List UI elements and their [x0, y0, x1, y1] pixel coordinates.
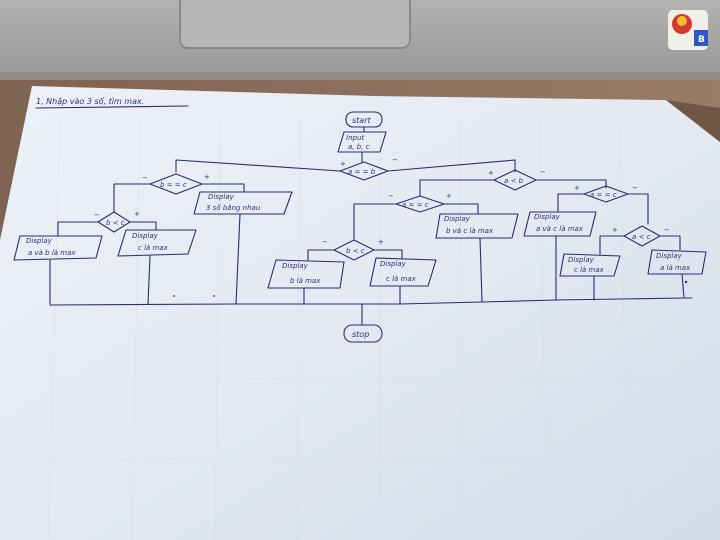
- cond-mid-label: b < c: [346, 247, 365, 255]
- cond-bc-label: b = = c: [160, 181, 187, 189]
- out-b-display: Display: [282, 262, 309, 270]
- out-all-equal-text: 3 số bằng nhau: [206, 204, 261, 212]
- input-vars: a, b, c: [348, 143, 370, 151]
- ac2-right-line: [659, 235, 681, 251]
- out-ac-box: [523, 211, 597, 237]
- out-c2-text: c là max: [386, 275, 417, 283]
- out-a-display: Display: [656, 252, 683, 260]
- out-bc-down: [479, 237, 483, 303]
- paper-shadow-right: [666, 100, 720, 142]
- cond-ac-minus: −: [632, 184, 638, 192]
- ab-left-line: [419, 179, 495, 197]
- ab-right-line: [535, 179, 607, 189]
- out-ac-display: Display: [534, 213, 561, 221]
- out-b-text: b là max: [290, 277, 321, 285]
- out-c2-display: Display: [380, 260, 407, 268]
- mid-left-line: [307, 249, 335, 261]
- out-abc-box: [13, 235, 103, 261]
- pen-marks: [173, 280, 688, 297]
- out-bc-display: Display: [444, 215, 471, 223]
- ac2-left-line: [599, 235, 625, 255]
- cond-ab-label: a < b: [504, 177, 524, 185]
- cond-mid-minus: −: [322, 238, 328, 246]
- mid-right-line: [373, 249, 403, 259]
- blc-right-line: [129, 221, 157, 231]
- out-a-text: a là max: [660, 264, 691, 272]
- branch-right: [387, 159, 516, 173]
- out-c3-display: Display: [568, 256, 595, 264]
- out-c1-down: [147, 255, 151, 305]
- cond-ac2-label: a < c: [632, 233, 651, 241]
- cond-blc-plus: +: [134, 210, 140, 218]
- out-all-equal-display: Display: [208, 193, 235, 201]
- cond-bc2-minus: −: [388, 192, 394, 200]
- stop-label: stop: [352, 330, 369, 339]
- laptop-sticker: B: [668, 10, 708, 50]
- cond-ac-label: a = = c: [590, 191, 617, 199]
- paper-sheet: [0, 86, 720, 540]
- out-c1-box: [117, 229, 197, 257]
- ac-right-line: [627, 193, 649, 225]
- cond-main-plus: +: [340, 160, 346, 168]
- cond-bc2-label: a = = c: [402, 201, 429, 209]
- blc-left-line: [57, 221, 99, 237]
- out-c3-box: [559, 253, 621, 277]
- ac-left-line: [557, 193, 585, 213]
- collector-line: [49, 297, 693, 306]
- cond-main-minus: −: [392, 156, 398, 164]
- out-c1-display: Display: [132, 232, 159, 240]
- out-abc-text: a và b là max: [28, 249, 76, 257]
- laptop-touchpad: [179, 0, 411, 49]
- bc2-right-line: [443, 203, 479, 215]
- input-title: Input: [346, 134, 364, 142]
- out-c2-box: [369, 257, 437, 287]
- out-a-box: [647, 249, 707, 275]
- out-b-box: [267, 259, 345, 289]
- cond-main-label: a = = b: [348, 168, 376, 176]
- sticker-letter: B: [698, 35, 705, 45]
- out-a-down: [681, 273, 685, 299]
- out-bc-box: [435, 213, 519, 239]
- cond-ab-minus: −: [540, 168, 546, 176]
- cond-ac-plus: +: [574, 184, 580, 192]
- cond-mid-plus: +: [378, 238, 384, 246]
- paper-title: 1, Nhập vào 3 số, tìm max.: [36, 96, 144, 106]
- out-all-equal-box: [193, 191, 293, 215]
- cond-ab-plus: +: [488, 169, 494, 177]
- branch-left: [175, 159, 341, 173]
- paper-title-underline: [35, 105, 189, 109]
- out-c3-text: c là max: [574, 266, 605, 274]
- stop-terminal: [343, 324, 383, 343]
- cond-blc-label: b < c: [106, 219, 125, 227]
- out-abc-display: Display: [26, 237, 53, 245]
- laptop-edge: [0, 72, 720, 82]
- bc2-left-line: [353, 203, 397, 241]
- out-ac-text: a và c là max: [536, 225, 584, 233]
- start-label: start: [352, 116, 371, 125]
- cond-bc-minus: −: [142, 174, 148, 182]
- bc-left-line: [113, 183, 151, 213]
- cond-blc-minus: −: [94, 211, 100, 219]
- all-equal-down: [235, 213, 241, 305]
- cond-ac2-plus: +: [612, 226, 618, 234]
- cond-bc-plus: +: [204, 173, 210, 181]
- cond-ac2-minus: −: [664, 226, 670, 234]
- cond-bc2-plus: +: [446, 192, 452, 200]
- bc-right-line: [201, 183, 245, 193]
- out-bc-text: b và c là max: [446, 227, 494, 235]
- input-box: [337, 131, 387, 153]
- out-c1-text: c là max: [138, 244, 169, 252]
- paper-grid: [9, 117, 720, 540]
